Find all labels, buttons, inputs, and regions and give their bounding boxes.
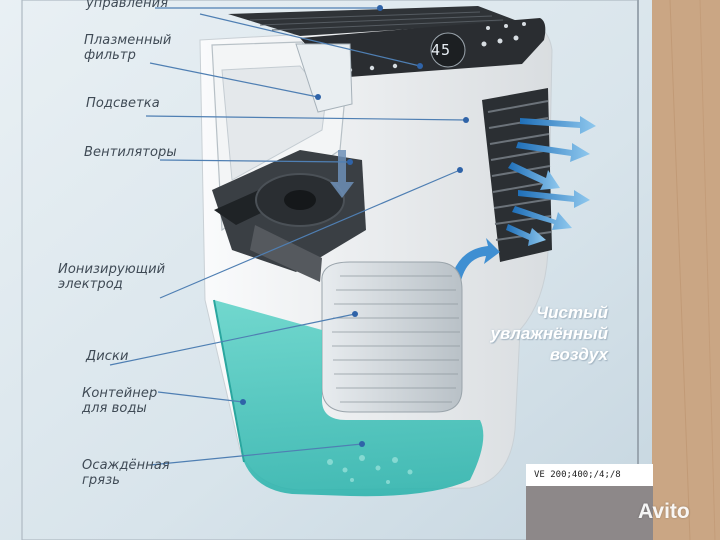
- label-fans: Вентиляторы: [84, 145, 177, 160]
- label-plasma-filter: Плазменный фильтр: [84, 33, 172, 63]
- label-settled-dirt: Осаждённая грязь: [82, 458, 170, 488]
- label-water-container: Контейнер для воды: [82, 386, 158, 416]
- plasma-filter-block: [295, 43, 353, 113]
- model-code: VE 200;400;/4;/8: [534, 470, 621, 480]
- control-panel: [300, 18, 546, 78]
- leader-lines: [109, 7, 467, 466]
- label-backlight: Подсветка: [86, 96, 160, 111]
- airflow-arrows: [506, 116, 596, 246]
- curved-arrow: [448, 238, 500, 302]
- avito-text: Avito: [638, 500, 690, 523]
- label-ionizing-electrode: Ионизирующий электрод: [58, 262, 166, 292]
- wood-surface: [650, 0, 720, 540]
- clean-air-caption: Чистый увлажнённый воздух: [490, 303, 608, 364]
- water-container: [214, 300, 484, 497]
- model-box: [526, 464, 653, 540]
- display-readout: 45: [431, 41, 452, 59]
- label-discs: Диски: [86, 349, 129, 364]
- label-control-panel: управления: [86, 0, 169, 11]
- avito-watermark: Avito: [612, 500, 690, 524]
